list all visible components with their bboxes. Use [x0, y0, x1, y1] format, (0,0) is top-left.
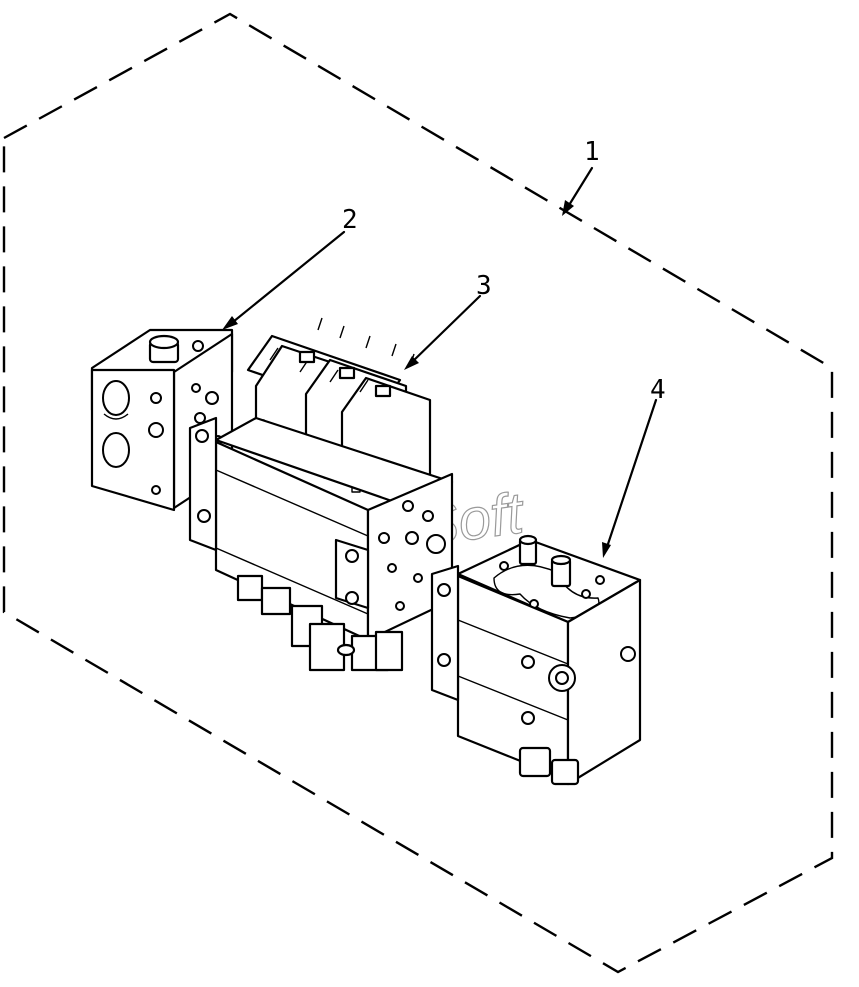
callout-3: 3	[476, 271, 492, 301]
callout-2: 2	[342, 205, 358, 235]
kit-boundary	[2, 12, 834, 974]
callout-4: 4	[650, 375, 666, 405]
callout-1: 1	[584, 137, 600, 167]
part-2-end-block	[90, 328, 234, 512]
leader-lines	[222, 166, 658, 558]
part-4-cube-valve	[430, 534, 642, 786]
